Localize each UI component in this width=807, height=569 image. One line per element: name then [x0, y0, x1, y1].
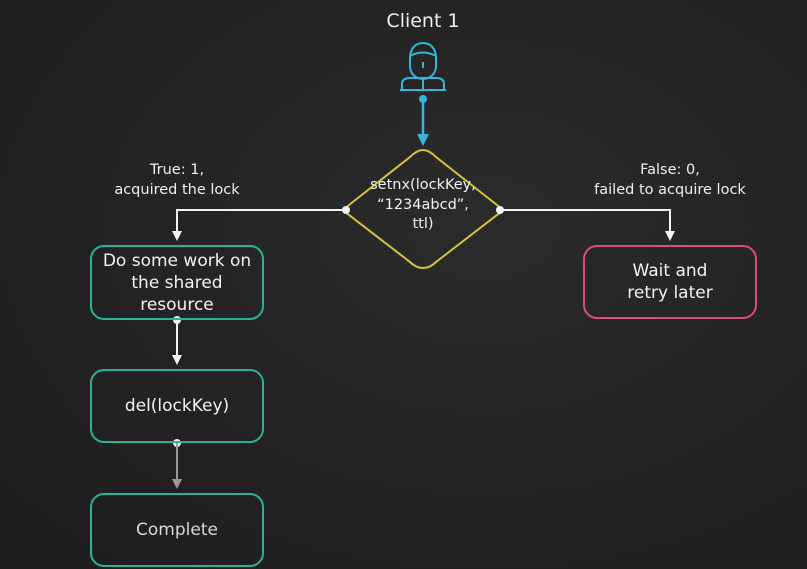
client-title: Client 1 [386, 10, 460, 32]
decision-line-2: “1234abcd”, [377, 196, 469, 213]
decision-diamond [344, 148, 502, 270]
false-branch-connector [496, 206, 675, 241]
del-to-complete-connector [172, 439, 182, 489]
work-node: Do some work on the shared resource [90, 245, 264, 320]
decision-line-3: ttl) [412, 216, 434, 232]
true-branch-line-2: acquired the lock [114, 182, 240, 198]
del-node: del(lockKey) [90, 369, 264, 443]
complete-node: Complete [90, 493, 264, 567]
client-connector [417, 95, 429, 146]
del-label: del(lockKey) [124, 396, 230, 416]
work-line-1: Do some work on [102, 250, 252, 271]
wait-line-1: Wait and [632, 261, 708, 281]
decision-label: setnx(lockKey, “1234abcd”, ttl) [343, 176, 503, 235]
work-line-3: resource [140, 294, 214, 315]
complete-label: Complete [136, 520, 218, 540]
decision-line-1: setnx(lockKey, [370, 177, 476, 193]
false-branch-line-1: False: 0, [640, 162, 700, 178]
wait-node: Wait and retry later [583, 245, 757, 319]
false-branch-label: False: 0, failed to acquire lock [585, 160, 755, 200]
work-to-del-connector [172, 316, 182, 365]
false-branch-line-2: failed to acquire lock [594, 182, 746, 198]
user-icon [400, 41, 446, 91]
true-branch-connector [172, 206, 350, 241]
true-branch-label: True: 1, acquired the lock [97, 160, 257, 200]
wait-line-2: retry later [627, 283, 713, 303]
true-branch-line-1: True: 1, [149, 162, 205, 178]
work-line-2: the shared [131, 272, 223, 293]
